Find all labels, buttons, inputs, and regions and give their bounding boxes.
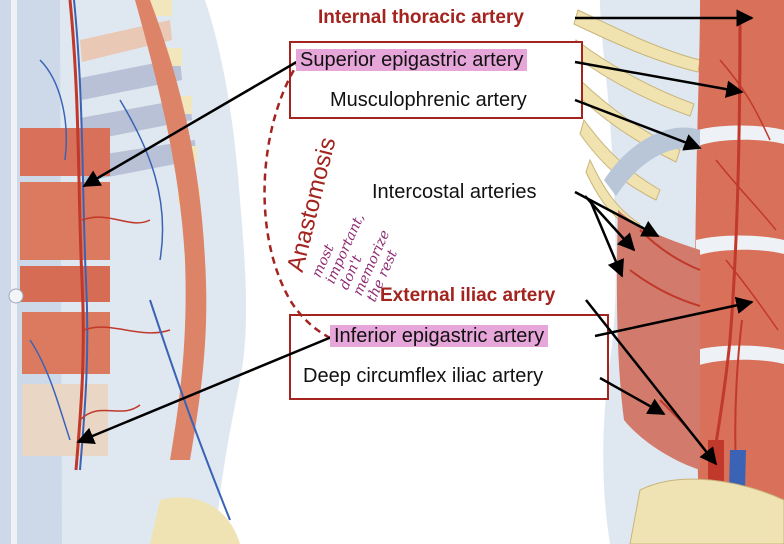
left-abdominal-wall	[0, 0, 247, 544]
pointer-arrows	[76, 9, 754, 466]
arrow-inferior-epigastric-right	[594, 296, 754, 338]
inferior-epigastric-highlight: Inferior epigastric artery	[330, 325, 549, 347]
label-superior-epigastric-artery: Superior epigastric artery	[296, 48, 528, 72]
arrow-inferior-epigastric-left	[76, 334, 335, 445]
arrow-superior-epigastric-right	[574, 60, 744, 98]
superior-epigastric-highlight: Superior epigastric artery	[296, 49, 528, 71]
tendinous-intersections	[696, 125, 784, 366]
arrow-superior-epigastric-left	[82, 58, 301, 188]
label-inferior-epigastric-artery: Inferior epigastric artery	[330, 324, 549, 348]
arrow-external-iliac	[585, 299, 718, 466]
label-musculophrenic-artery: Musculophrenic artery	[330, 89, 527, 111]
label-deep-circumflex-iliac-artery: Deep circumflex iliac artery	[303, 365, 544, 387]
label-intercostal-arteries: Intercostal arteries	[372, 181, 537, 203]
arrow-deep-circumflex	[599, 376, 666, 416]
label-internal-thoracic-artery: Internal thoracic artery	[318, 7, 524, 28]
left-vessels	[29, 0, 231, 521]
label-external-iliac-artery: External iliac artery	[380, 285, 556, 306]
anastomosis-arc	[263, 59, 331, 340]
arrow-musculophrenic	[574, 98, 702, 151]
arrow-intercostal-3	[588, 199, 624, 278]
